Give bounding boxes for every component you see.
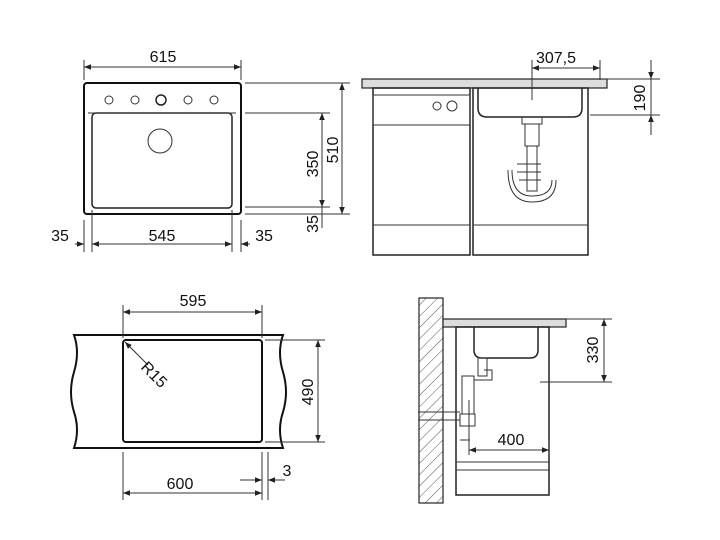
dim-bottom-margin: 35 <box>305 215 322 233</box>
sink-cabinet <box>472 87 589 256</box>
wall <box>418 297 444 504</box>
dim-overall-width: 615 <box>150 49 177 66</box>
cabinet-front-view: 307,5 190 <box>361 50 660 256</box>
dim-cutout-width-top: 595 <box>180 293 207 310</box>
dim-side-depth: 330 <box>585 337 602 364</box>
dim-inner-height: 350 <box>305 151 322 178</box>
cutout-outline <box>122 339 263 443</box>
side-countertop <box>442 318 567 328</box>
side-cabinet <box>455 326 550 496</box>
sink-bowl-section <box>477 88 583 118</box>
left-cabinet <box>372 87 471 256</box>
dim-right-margin: 35 <box>255 228 273 245</box>
tap-holes <box>104 94 219 106</box>
dim-corner-radius: R15 <box>137 359 170 392</box>
dim-left-margin: 35 <box>51 228 69 245</box>
cutout-view: R15 595 490 600 3 <box>70 293 325 500</box>
countertop-outline <box>70 334 287 449</box>
dim-cutout-height: 490 <box>300 379 317 406</box>
sink-outline <box>83 82 242 215</box>
dim-depth: 190 <box>632 85 649 112</box>
dim-distance: 400 <box>498 432 525 449</box>
side-sink-bowl <box>473 327 539 359</box>
cabinet-side-view: 330 400 <box>418 297 612 504</box>
dim-gap: 3 <box>283 463 292 480</box>
drain-icon <box>147 128 173 154</box>
dim-total-height: 510 <box>325 137 342 164</box>
dim-inner-width: 545 <box>149 228 176 245</box>
countertop <box>361 78 608 89</box>
dim-cutout-width-bottom: 600 <box>167 476 194 493</box>
sink-top-view: 615 35 545 35 350 510 35 <box>51 49 350 252</box>
sink-bowl <box>91 112 233 209</box>
dim-offset: 307,5 <box>536 50 576 67</box>
